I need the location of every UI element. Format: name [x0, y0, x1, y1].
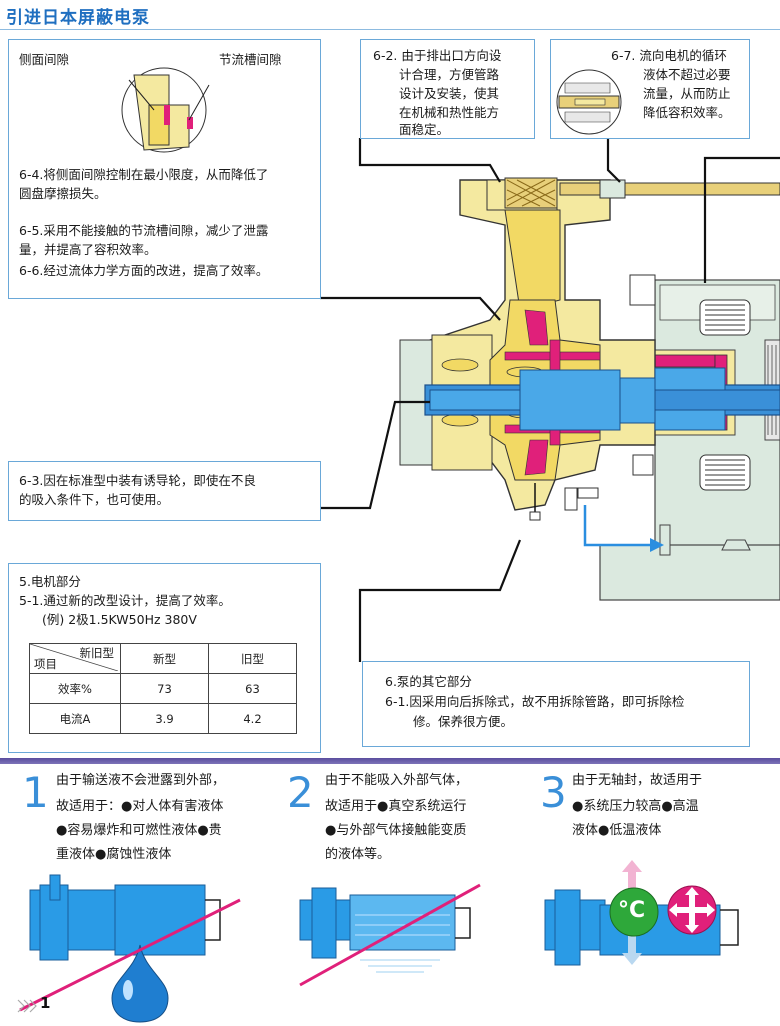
row-new-value: 3.9 — [120, 703, 209, 734]
line-6-7a: 6-7. 流向电机的循环 — [611, 48, 727, 63]
row-item: 效率% — [29, 673, 121, 704]
line-6-2d: 在机械和热性能方 — [399, 105, 500, 120]
section-divider-band — [0, 758, 780, 764]
table-row: 效率% 73 63 — [29, 673, 297, 704]
line-6-2c: 设计及安装，使其 — [399, 86, 500, 101]
line-6-2b: 计合理，方便管路 — [399, 67, 500, 82]
line-6-7d: 降低容积效率。 — [643, 105, 731, 120]
page-number: 1 — [40, 994, 51, 1012]
header-divider — [0, 29, 780, 30]
advantage-2-line-b: 故适用于●真空系统运行 — [325, 799, 467, 814]
label-groove-clearance: 节流槽间隙 — [219, 52, 282, 67]
advantage-3-line-b: ●系统压力较高●高温 — [572, 799, 699, 814]
line-6-7c: 流量，从而防止 — [643, 86, 731, 101]
row-item: 电流A — [29, 703, 121, 734]
advantage-3-line-c: 液体●低温液体 — [572, 823, 662, 838]
advantage-number-1: 1 — [22, 768, 49, 817]
line-6-6: 6-6.经过流体力学方面的改进，提高了效率。 — [19, 263, 269, 278]
other-line-b: 修。保养很方便。 — [413, 714, 514, 729]
row-new-value: 73 — [120, 673, 209, 704]
table-corner: 新旧型 项目 — [29, 643, 121, 674]
advantage-number-3: 3 — [540, 768, 567, 817]
row-old-value: 4.2 — [208, 703, 297, 734]
callout-6-2: 6-2. 由于排出口方向设 计合理，方便管路 设计及安装，使其 在机械和热性能方… — [360, 39, 535, 139]
page-title: 引进日本屏蔽电泵 — [6, 8, 150, 28]
other-heading: 6.泵的其它部分 — [385, 674, 472, 689]
advantage-2-line-a: 由于不能吸入外部气体， — [325, 773, 469, 788]
line-6-2a: 6-2. 由于排出口方向设 — [373, 48, 502, 63]
row-old-value: 63 — [208, 673, 297, 704]
advantage-1-line-c: ●容易爆炸和可燃性液体●贵 — [56, 823, 222, 838]
pump-illustration-1 — [19, 874, 241, 1023]
advantage-1-line-d: 重液体●腐蚀性液体 — [56, 847, 172, 862]
column-header-new: 新型 — [120, 643, 209, 674]
column-header-old: 旧型 — [208, 643, 297, 674]
clearance-detail-diagram — [121, 67, 210, 153]
advantage-1-line-a: 由于输送液不会泄露到外部， — [56, 773, 226, 788]
motor-line-5-1: 5-1.通过新的改型设计，提高了效率。 — [19, 593, 231, 608]
callout-6-4: 侧面间隙 节流槽间隙 6-4.将侧面间隙控制在最小限度，从而降低了 圆盘摩擦损失… — [8, 39, 321, 299]
advantage-2-line-c: ●与外部气体接触能变质 — [325, 823, 467, 838]
callout-6-7: 6-7. 流向电机的循环 液体不超过必要 流量，从而防止 降低容积效率。 — [550, 39, 750, 139]
advantage-2-line-d: 的液体等。 — [325, 847, 391, 862]
line-6-4a: 6-4.将侧面间隙控制在最小限度，从而降低了 — [19, 167, 269, 182]
callout-6-3: 6-3.因在标准型中装有诱导轮，即使在不良 的吸入条件下，也可使用。 — [8, 461, 321, 521]
pump-illustration-2 — [299, 883, 481, 987]
label-side-clearance: 侧面间隙 — [19, 52, 70, 67]
advantage-1-line-b: 故适用于：●对人体有害液体 — [56, 799, 224, 814]
motor-heading: 5.电机部分 — [19, 574, 81, 589]
pump-cross-section — [320, 138, 780, 662]
callout-6-other: 6.泵的其它部分 6-1.因采用向后拆除式，故不用拆除管路，即可拆除检 修。保养… — [362, 661, 750, 747]
corner-bottom-label: 项目 — [34, 657, 57, 671]
line-6-7b: 液体不超过必要 — [643, 67, 731, 82]
pump-illustration-3 — [544, 860, 739, 966]
line-6-3a: 6-3.因在标准型中装有诱导轮，即使在不良 — [19, 473, 256, 488]
line-6-2e: 面稳定。 — [399, 122, 450, 137]
circulation-detail-diagram — [556, 69, 622, 135]
table-row: 电流A 3.9 4.2 — [29, 703, 297, 734]
callout-5-motor: 5.电机部分 5-1.通过新的改型设计，提高了效率。 (例) 2极1.5KW50… — [8, 563, 321, 753]
efficiency-table: 新旧型 项目 新型 旧型 效率% 73 63 电流A 3.9 4.2 — [29, 643, 297, 734]
line-6-4b: 圆盘摩擦损失。 — [19, 186, 107, 201]
line-6-5b: 量，并提高了容积效率。 — [19, 242, 157, 257]
advantages-illustrations — [17, 860, 739, 1023]
motor-example: (例) 2极1.5KW50Hz 380V — [42, 612, 197, 627]
line-6-3b: 的吸入条件下，也可使用。 — [19, 492, 170, 507]
advantage-3-line-a: 由于无轴封，故适用于 — [572, 773, 703, 788]
corner-top-label: 新旧型 — [79, 646, 115, 660]
other-line-a: 6-1.因采用向后拆除式，故不用拆除管路，即可拆除检 — [385, 694, 685, 709]
celsius-icon: °C — [618, 898, 646, 923]
advantage-number-2: 2 — [287, 768, 314, 817]
footer-chevrons — [17, 999, 37, 1013]
line-6-5a: 6-5.采用不能接触的节流槽间隙，减少了泄露 — [19, 223, 269, 238]
